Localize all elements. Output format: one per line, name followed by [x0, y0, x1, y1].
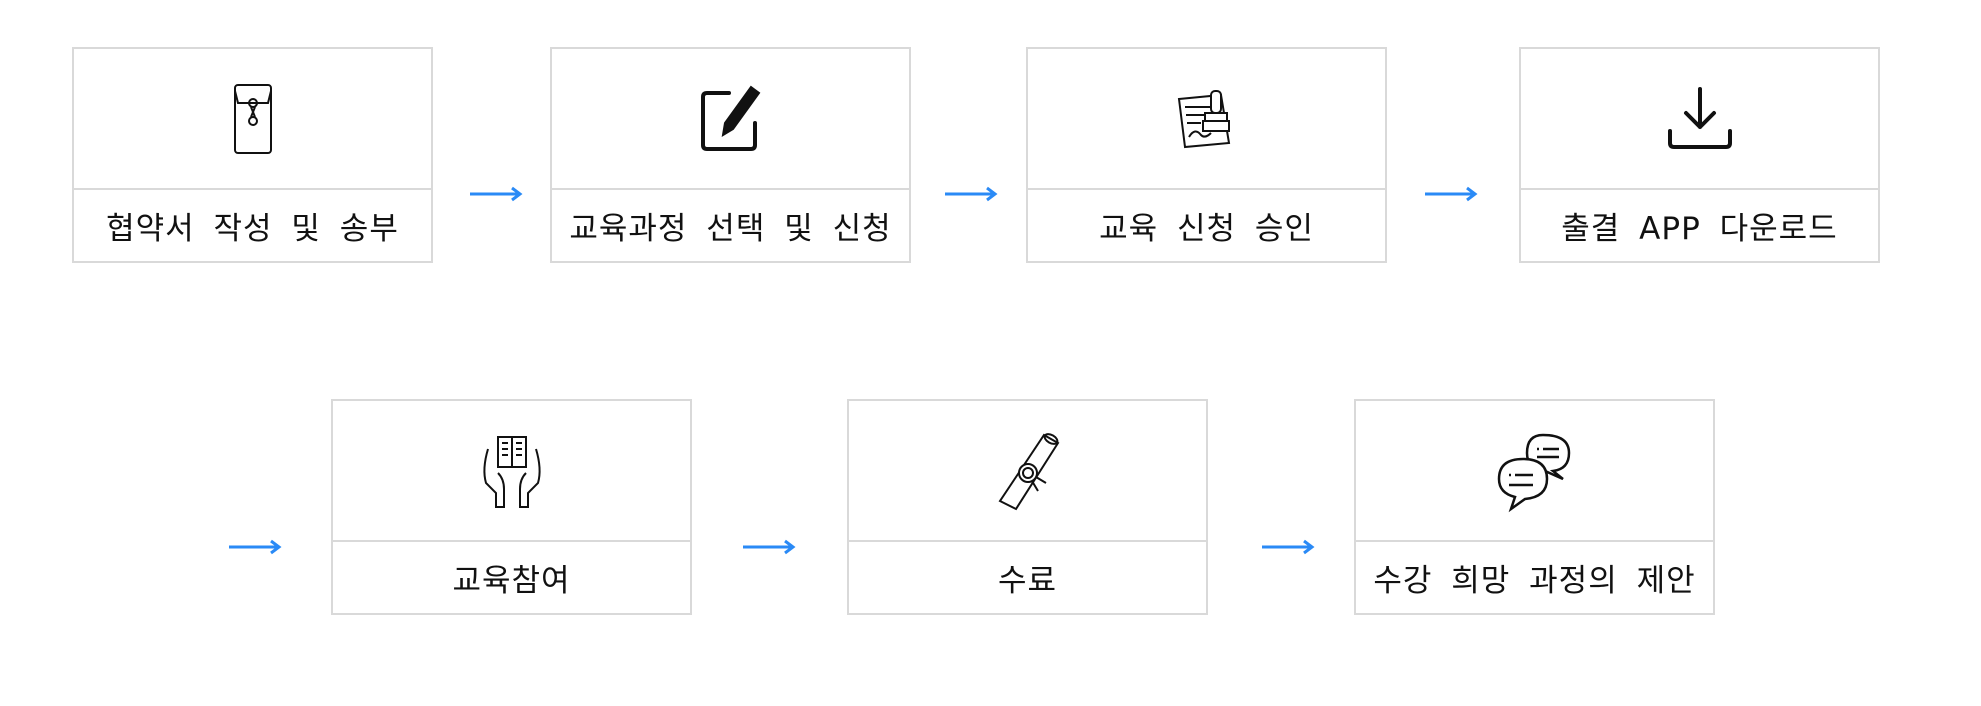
- step-5-box: 교육참여: [331, 399, 692, 615]
- step-label: 출결 APP 다운로드: [1561, 211, 1838, 247]
- step-label: 교육참여: [452, 563, 571, 599]
- step-1-box: 협약서 작성 및 송부: [72, 47, 433, 263]
- arrow-right-icon: [1262, 539, 1315, 555]
- envelope-icon: [233, 83, 272, 154]
- step-label: 수료: [997, 563, 1058, 599]
- download-icon: [1667, 86, 1732, 149]
- arrow-right-icon: [743, 539, 796, 555]
- step-2-box: 교육과정 선택 및 신청: [550, 47, 911, 263]
- step-label: 교육 신청 승인: [1099, 211, 1314, 247]
- step-label: 협약서 작성 및 송부: [106, 211, 399, 247]
- chat-bubbles-icon: [1497, 433, 1570, 512]
- step-label: 수강 희망 과정의 제안: [1373, 563, 1696, 599]
- step-6-box: 수료: [847, 399, 1208, 615]
- arrow-right-icon: [945, 186, 998, 202]
- arrow-right-icon: [229, 539, 282, 555]
- stamp-document-icon: [1177, 89, 1230, 148]
- step-3-box: 교육 신청 승인: [1026, 47, 1387, 263]
- step-label: 교육과정 선택 및 신청: [569, 211, 892, 247]
- arrow-right-icon: [470, 186, 523, 202]
- hands-book-icon: [482, 435, 541, 508]
- edit-icon: [700, 85, 760, 151]
- diploma-icon: [998, 432, 1059, 510]
- arrow-right-icon: [1425, 186, 1478, 202]
- step-4-box: 출결 APP 다운로드: [1519, 47, 1880, 263]
- step-7-box: 수강 희망 과정의 제안: [1354, 399, 1715, 615]
